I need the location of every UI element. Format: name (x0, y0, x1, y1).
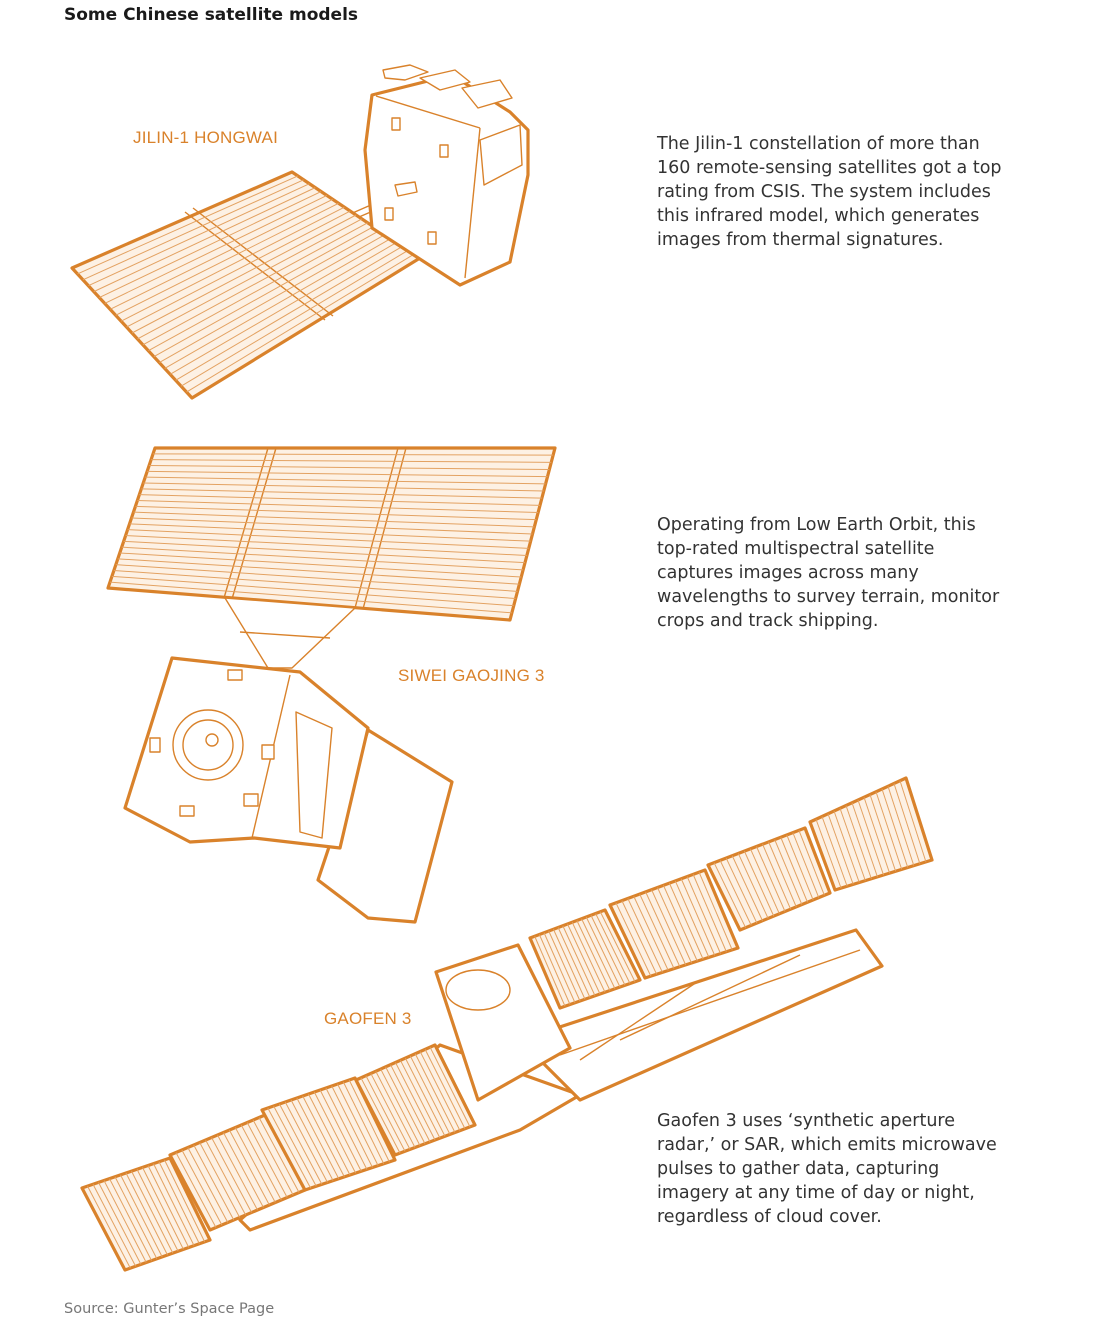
sat-label-siwei: SIWEI GAOJING 3 (398, 666, 545, 685)
gaofen-upper-boom (518, 928, 884, 1102)
chart-title: Some Chinese satellite models (64, 5, 359, 25)
gaofen-solar-panels (80, 776, 934, 1272)
siwei-gaojing-3-illustration (106, 446, 557, 924)
siwei-body (123, 656, 370, 850)
gaofen-3-illustration (80, 776, 934, 1272)
description-siwei: Operating from Low Earth Orbit, this top… (657, 515, 1000, 631)
sat-label-gaofen: GAOFEN 3 (324, 1009, 412, 1028)
description-gaofen: Gaofen 3 uses ‘synthetic aperture radar,… (657, 1111, 997, 1227)
siwei-panel-strips (109, 453, 554, 614)
source-note: Source: Gunter’s Space Page (64, 1301, 275, 1317)
jilin-panel-strips (77, 175, 415, 393)
description-jilin: The Jilin-1 constellation of more than 1… (657, 134, 1002, 250)
siwei-side-panel (316, 728, 454, 924)
sat-label-jilin: JILIN-1 HONGWAI (133, 128, 278, 147)
siwei-truss (224, 597, 356, 669)
jilin-1-illustration (70, 64, 530, 400)
